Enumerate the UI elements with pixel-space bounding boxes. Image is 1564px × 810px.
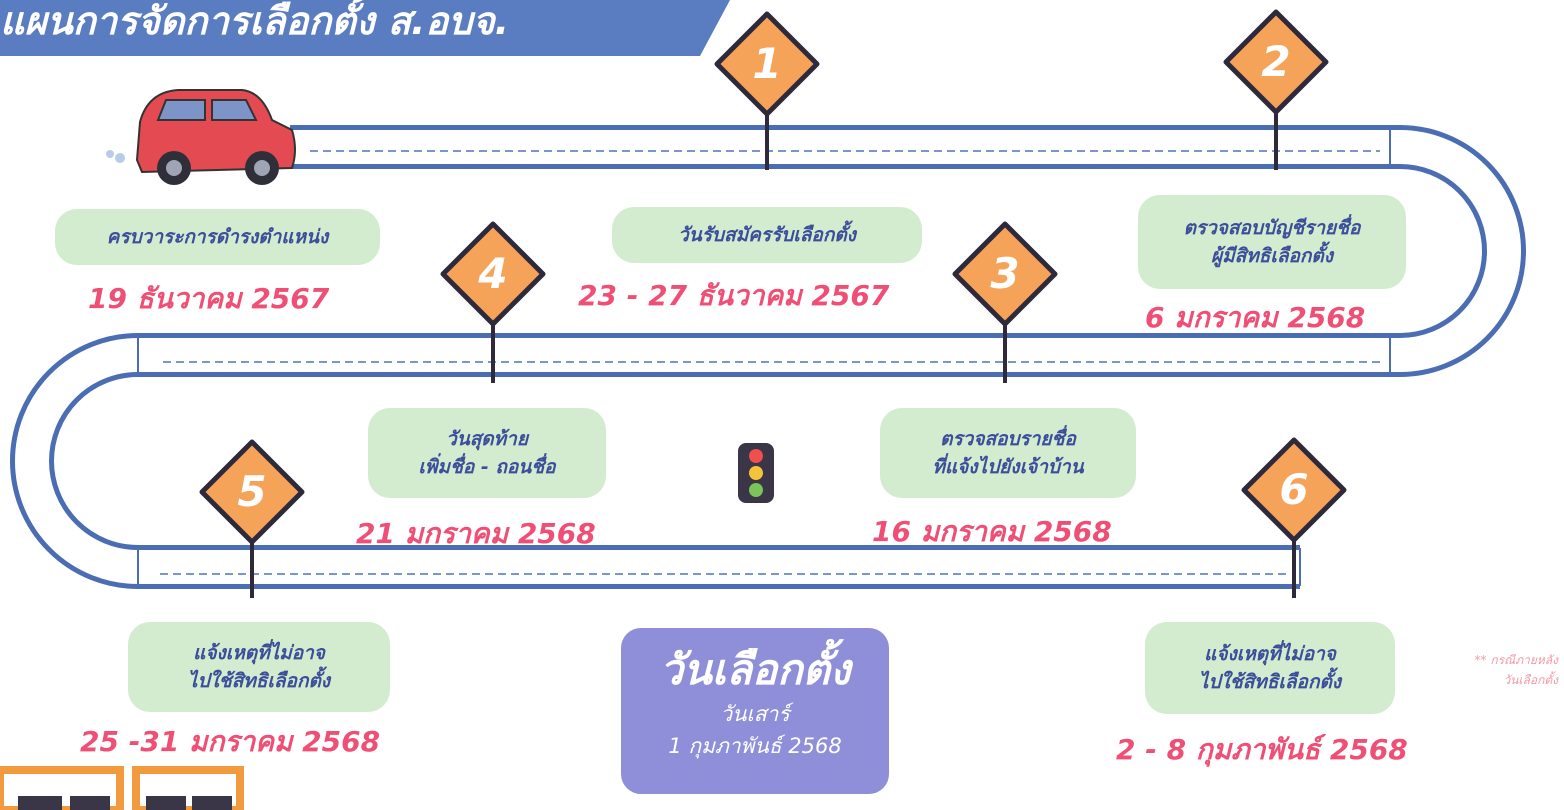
milestone-6-label-pill: แจ้งเหตุที่ไม่อาจ ไปใช้สิทธิเลือกตั้ง	[1145, 622, 1395, 714]
milestone-6-label-line-1: แจ้งเหตุที่ไม่อาจ	[1204, 643, 1336, 665]
start-label-pill: ครบวาระการดำรงตำแหน่ง	[55, 209, 380, 265]
sign-number-5: 5	[237, 467, 267, 516]
footnote-line-1: ** กรณีภายหลัง	[1474, 653, 1558, 667]
election-day-weekday: วันเสาร์	[720, 702, 790, 726]
milestone-5-label-line-2: ไปใช้สิทธิเลือกตั้ง	[187, 670, 331, 692]
election-day-date: 1 กุมภาพันธ์ 2568	[668, 734, 842, 758]
election-day-box: วันเลือกตั้ง วันเสาร์ 1 กุมภาพันธ์ 2568	[621, 628, 889, 794]
sign-diamond-4	[440, 221, 546, 327]
milestone-2-label-line-2: ผู้มีสิทธิเลือกตั้ง	[1210, 245, 1334, 267]
sign-1: 1	[717, 14, 817, 114]
sign-number-2: 2	[1261, 37, 1291, 86]
start-label: ครบวาระการดำรงตำแหน่ง	[106, 226, 329, 248]
sign-diamond-3	[952, 221, 1058, 327]
sign-6: 6	[1244, 440, 1344, 540]
title-banner-shape	[0, 0, 730, 56]
milestone-1-date: 23 - 27 ธันวาคม 2567	[578, 279, 890, 312]
sign-number-4: 4	[478, 249, 508, 298]
page-title: แผนการจัดการเลือกตั้ง ส.อบจ.	[0, 0, 510, 43]
milestone-3-label-line-2: ที่แจ้งไปยังเจ้าบ้าน	[932, 456, 1084, 478]
milestone-6-label-line-2: ไปใช้สิทธิเลือกตั้ง	[1198, 671, 1342, 693]
sign-number-6: 6	[1279, 465, 1309, 514]
milestone-5-label-line-1: แจ้งเหตุที่ไม่อาจ	[193, 642, 325, 664]
car-icon	[106, 89, 296, 185]
sign-number-1: 1	[752, 39, 782, 88]
election-day-title: วันเลือกตั้ง	[659, 645, 851, 694]
milestone-4-label-line-2: เพิ่มชื่อ - ถอนชื่อ	[418, 456, 556, 478]
sign-3: 3	[955, 224, 1055, 324]
milestone-3-date: 16 มกราคม 2568	[872, 515, 1112, 548]
milestone-1-label-pill: วันรับสมัครรับเลือกตั้ง	[612, 207, 922, 263]
milestone-3-label-pill: ตรวจสอบรายชื่อ ที่แจ้งไปยังเจ้าบ้าน	[880, 408, 1136, 498]
milestone-2-date: 6 มกราคม 2568	[1145, 301, 1366, 334]
sign-diamond-6	[1241, 437, 1347, 543]
milestone-1-label-line-1: วันรับสมัครรับเลือกตั้ง	[678, 224, 856, 246]
traffic-light-icon	[738, 443, 774, 503]
start-date: 19 ธันวาคม 2567	[88, 282, 330, 315]
milestone-5-label-pill: แจ้งเหตุที่ไม่อาจ ไปใช้สิทธิเลือกตั้ง	[128, 622, 390, 712]
footnote: ** กรณีภายหลัง วันเลือกตั้ง	[1388, 650, 1558, 690]
sign-4: 4	[443, 224, 543, 324]
road-lane-dashes	[160, 150, 1380, 575]
road-surface	[15, 130, 1521, 584]
sign-5: 5	[202, 442, 302, 542]
milestone-3-label-line-1: ตรวจสอบรายชื่อ	[940, 428, 1076, 450]
milestone-2-label-line-1: ตรวจสอบบัญชีรายชื่อ	[1183, 217, 1361, 239]
logo	[0, 766, 244, 810]
milestone-4-label-line-1: วันสุดท้าย	[446, 428, 528, 450]
sign-diamond-5	[199, 439, 305, 545]
sign-number-3: 3	[990, 249, 1020, 298]
sign-diamond-1	[714, 11, 820, 117]
sign-2: 2	[1226, 12, 1326, 112]
footnote-line-2: วันเลือกตั้ง	[1503, 673, 1558, 687]
sign-diamond-2	[1223, 9, 1329, 115]
milestone-5-date: 25 -31 มกราคม 2568	[80, 725, 381, 758]
milestone-4-date: 21 มกราคม 2568	[356, 517, 596, 550]
milestone-6-date: 2 - 8 กุมภาพันธ์ 2568	[1116, 733, 1408, 766]
milestone-2-label-pill: ตรวจสอบบัญชีรายชื่อ ผู้มีสิทธิเลือกตั้ง	[1138, 195, 1406, 289]
milestone-4-label-pill: วันสุดท้าย เพิ่มชื่อ - ถอนชื่อ	[368, 408, 606, 498]
